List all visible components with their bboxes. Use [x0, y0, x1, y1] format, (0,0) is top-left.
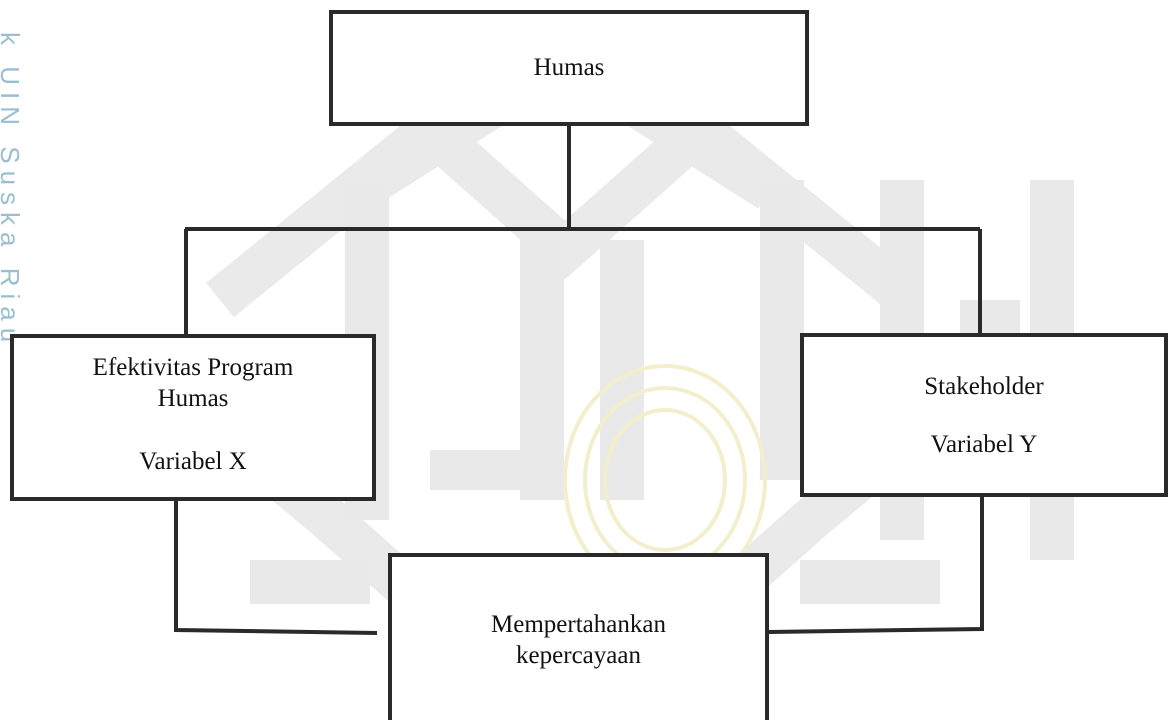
- node-mempertahankan-kepercayaan: Mempertahankan kepercayaan: [388, 553, 769, 720]
- node-y-variable: Variabel Y: [930, 431, 1038, 459]
- node-variabel-x: Efektivitas Program Humas Variabel X: [10, 334, 376, 501]
- node-k-line2: kepercayaan: [516, 642, 641, 670]
- node-variabel-y: Stakeholder Variabel Y: [800, 333, 1168, 497]
- node-humas-label: Humas: [533, 54, 605, 82]
- connector-right-to-bottom: [768, 497, 984, 634]
- node-y-label: Stakeholder: [924, 373, 1044, 400]
- node-humas: Humas: [329, 10, 809, 126]
- node-k-line1: Mempertahankan: [491, 611, 666, 638]
- node-x-line2: Humas: [157, 385, 229, 413]
- connector-left-to-bottom: [174, 501, 378, 635]
- node-x-line1: Efektivitas Program: [92, 354, 294, 381]
- node-x-variable: Variabel X: [139, 447, 247, 475]
